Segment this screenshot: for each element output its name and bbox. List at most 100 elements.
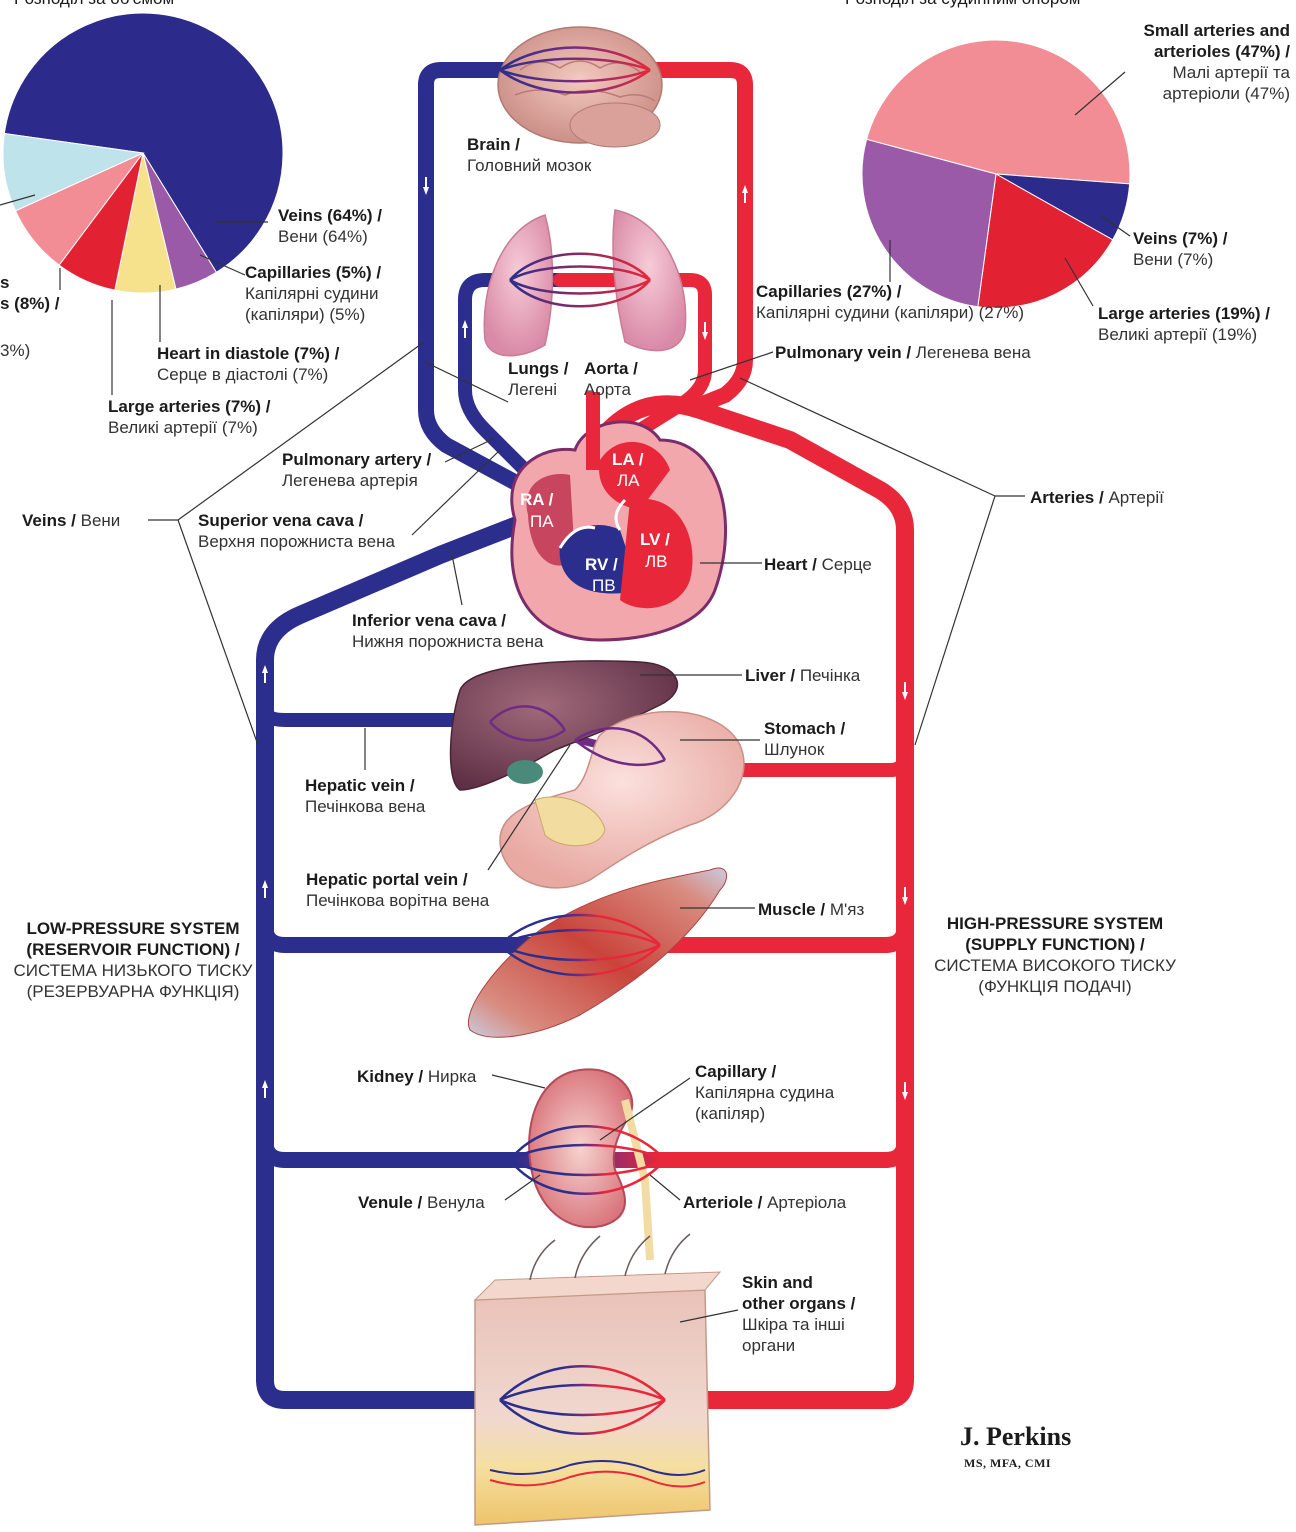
volume-large-arteries-ua: Великі артерії (7%) (108, 418, 258, 437)
aorta-label: Aorta /Аорта (584, 358, 638, 400)
high-pressure-en1: HIGH-PRESSURE SYSTEM (947, 914, 1163, 933)
high-pressure-ua1: СИСТЕМА ВИСОКОГО ТИСКУ (934, 956, 1176, 975)
lv-label-ua: ЛВ (645, 552, 668, 571)
volume-capillaries-ua2: (капіляри) (5%) (245, 305, 365, 324)
volume-capillaries-label: Capillaries (5%) / Капілярні судини (капіл… (245, 262, 381, 325)
resistance-pie-title: Розподіл за судинним опором (845, 0, 1081, 9)
aorta-en: Aorta / (584, 359, 638, 378)
volume-heart-ua: Серце в діастолі (7%) (157, 365, 328, 384)
artist-credentials: MS, MFA, CMI (964, 1456, 1051, 1471)
volume-veins-label: Veins (64%) / Вени (64%) (278, 205, 382, 247)
volume-capillaries-ua1: Капілярні судини (245, 284, 379, 303)
venule-en: Venule / (358, 1193, 422, 1212)
stomach-en: Stomach / (764, 719, 845, 738)
heart-label: Heart / Серце (764, 554, 872, 575)
capillary-ua2: (капіляр) (695, 1104, 765, 1123)
pulmonary-artery-ua: Легенева артерія (282, 471, 418, 490)
brain-label: Brain / Головний мозок (467, 134, 591, 176)
muscle-ua: М'яз (830, 900, 864, 919)
high-pressure-en2: (SUPPLY FUNCTION) / (965, 935, 1144, 954)
resistance-capillaries-label: Capillaries (27%) /Капілярні судини (кап… (756, 281, 1024, 323)
volume-capillaries-en: Capillaries (5%) / (245, 263, 381, 282)
brain-en: Brain / (467, 135, 520, 154)
resistance-veins-label: Veins (7%) /Вени (7%) (1133, 228, 1227, 270)
skin-ua1: Шкіра та інші (742, 1315, 845, 1334)
stomach-ua: Шлунок (764, 740, 824, 759)
skin-en1: Skin and (742, 1273, 813, 1292)
volume-small-arteries-cut-1: s (0, 272, 9, 293)
arteries-label: Arteries / Артерії (1030, 487, 1164, 508)
lungs-label: Lungs /Легені (508, 358, 568, 400)
la-label-ua: ЛА (617, 471, 640, 490)
heart-ua: Серце (822, 555, 872, 574)
low-pressure-en2: (RESERVOIR FUNCTION) / (26, 940, 239, 959)
hepatic-portal-vein-ua: Печінкова ворітна вена (306, 891, 489, 910)
hepatic-portal-vein-en: Hepatic portal vein / (306, 870, 468, 889)
brain-ua: Головний мозок (467, 156, 591, 175)
veins-en: Veins / (22, 511, 76, 530)
volume-heart-en: Heart in diastole (7%) / (157, 344, 339, 363)
resistance-small-arteries-label: Small arteries and arterioles (47%) / Малі… (1144, 20, 1290, 104)
lv-label: LV / (640, 530, 670, 549)
high-pressure-system-label: HIGH-PRESSURE SYSTEM (SUPPLY FUNCTION) / С… (930, 913, 1180, 997)
veins-label: Veins / Вени (22, 510, 120, 531)
volume-small-arteries-cut-3-text: 3%) (0, 341, 30, 360)
liver-ua: Печінка (800, 666, 860, 685)
resistance-veins-en: Veins (7%) / (1133, 229, 1227, 248)
resistance-small-arteries-ua2: артеріоли (47%) (1163, 84, 1290, 103)
low-pressure-system-label: LOW-PRESSURE SYSTEM (RESERVOIR FUNCTION) … (8, 918, 258, 1002)
inferior-vena-cava-label: Inferior vena cava /Нижня порожниста вен… (352, 610, 544, 652)
volume-large-arteries-label: Large arteries (7%) / Великі артерії (7%) (108, 396, 271, 438)
resistance-pie-chart (862, 40, 1130, 308)
volume-heart-label: Heart in diastole (7%) / Серце в діастолі… (157, 343, 339, 385)
muscle-en: Muscle / (758, 900, 825, 919)
resistance-large-arteries-label: Large arteries (19%) / Великі артерії (19… (1098, 303, 1270, 345)
skin-ua2: органи (742, 1336, 795, 1355)
liver-en: Liver / (745, 666, 795, 685)
hepatic-vein-label: Hepatic vein /Печінкова вена (305, 775, 425, 817)
superior-vena-cava-en: Superior vena cava / (198, 511, 363, 530)
volume-small-arteries-cut-2-text: s (8%) / (0, 294, 60, 313)
venule-ua: Венула (427, 1193, 485, 1212)
arteries-ua: Артерії (1108, 488, 1163, 507)
arteriole-ua: Артеріола (767, 1193, 846, 1212)
pulmonary-vein-ua: Легенева вена (916, 343, 1031, 362)
rv-label: RV / (585, 555, 618, 574)
ra-label-ua: ПА (530, 512, 554, 531)
volume-veins-en: Veins (64%) / (278, 206, 382, 225)
kidney-en: Kidney / (357, 1067, 423, 1086)
resistance-large-arteries-ua: Великі артерії (19%) (1098, 325, 1257, 344)
skin-label: Skin andother organs /Шкіра та іншіорган… (742, 1272, 855, 1356)
volume-small-arteries-cut-1-text: s (0, 273, 9, 292)
liver-label: Liver / Печінка (745, 665, 860, 686)
artist-signature: J. Perkins (960, 1422, 1071, 1452)
volume-veins-ua: Вени (64%) (278, 227, 368, 246)
pulmonary-vein-en: Pulmonary vein / (775, 343, 911, 362)
rv-label-ua: ПВ (592, 576, 616, 595)
low-pressure-ua2: (РЕЗЕРВУАРНА ФУНКЦІЯ) (27, 982, 240, 1001)
arteries-en: Arteries / (1030, 488, 1104, 507)
inferior-vena-cava-en: Inferior vena cava / (352, 611, 506, 630)
venule-label: Venule / Венула (358, 1192, 485, 1213)
brain-illustration (498, 27, 662, 147)
capillary-ua1: Капілярна судина (695, 1083, 834, 1102)
kidney-ua: Нирка (428, 1067, 477, 1086)
resistance-small-arteries-ua1: Малі артерії та (1172, 63, 1290, 82)
resistance-small-arteries-en2: arterioles (47%) / (1154, 42, 1290, 61)
volume-small-arteries-cut-3: 3%) (0, 340, 30, 361)
pulmonary-artery-en: Pulmonary artery / (282, 450, 431, 469)
pulmonary-artery-label: Pulmonary artery / Легенева артерія (282, 449, 431, 491)
stomach-label: Stomach / Шлунок (764, 718, 845, 760)
superior-vena-cava-ua: Верхня порожниста вена (198, 532, 395, 551)
volume-large-arteries-en: Large arteries (7%) / (108, 397, 271, 416)
volume-pie-title: Розподіл за об'ємом (14, 0, 174, 9)
high-pressure-ua2: (ФУНКЦІЯ ПОДАЧІ) (978, 977, 1131, 996)
resistance-capillaries-ua: Капілярні судини (капіляри) (27%) (756, 303, 1024, 322)
resistance-large-arteries-en: Large arteries (19%) / (1098, 304, 1270, 323)
resistance-small-arteries-en1: Small arteries and (1144, 21, 1290, 40)
low-pressure-en1: LOW-PRESSURE SYSTEM (26, 919, 239, 938)
hepatic-portal-vein-label: Hepatic portal vein / Печінкова ворітна в… (306, 869, 489, 911)
pulmonary-vein-label: Pulmonary vein / Легенева вена (775, 342, 1031, 363)
capillary-label: Capillary /Капілярна судина(капіляр) (695, 1061, 834, 1124)
veins-ua: Вени (81, 511, 121, 530)
